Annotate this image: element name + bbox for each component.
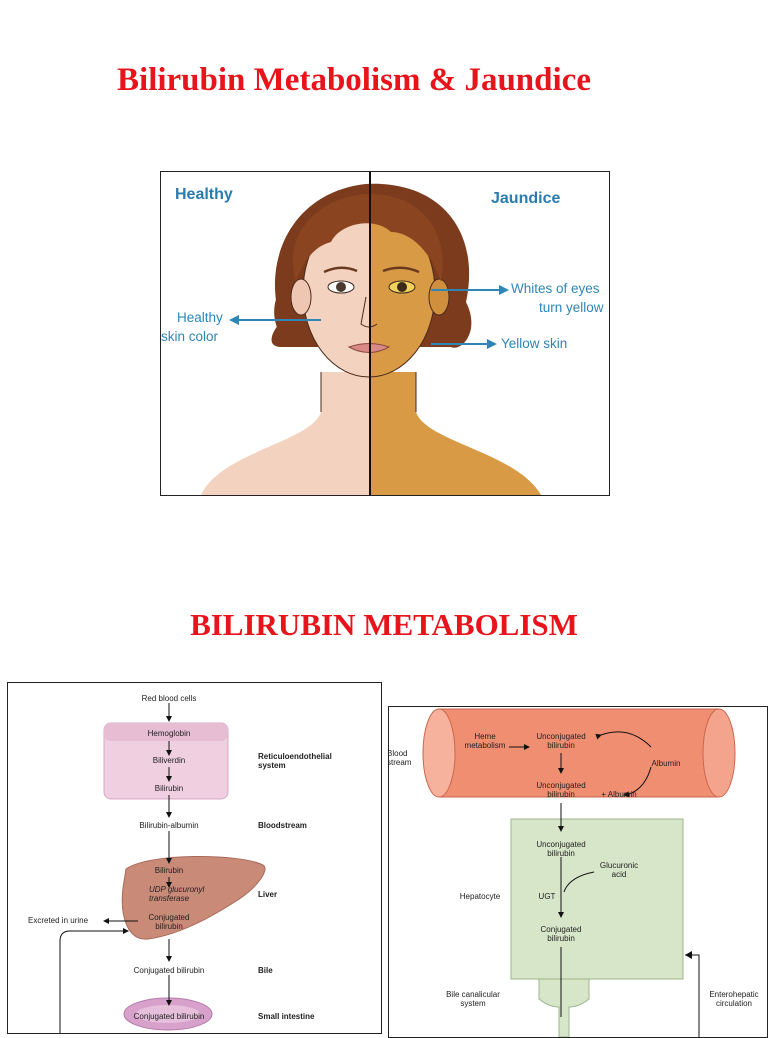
face-drawing: [201, 172, 541, 495]
stage-bloodstream-label: Bloodstream: [258, 821, 307, 830]
ugt-label: UGT: [538, 892, 556, 901]
unconjugated-2-line2: bilirubin: [547, 790, 575, 799]
hemoglobin-label: Hemoglobin: [147, 729, 191, 738]
stage-intestine-label: Small intestine: [258, 1012, 315, 1021]
unconjugated-1-line1: Unconjugated: [536, 732, 586, 741]
udp-enzyme-label-line1: UDP glucuronyl: [149, 885, 205, 894]
glucuronic-acid-line2: acid: [611, 870, 627, 879]
bile-canalicular-line1: Bile canalicular: [446, 990, 500, 999]
conjugated-liver-label-line2: bilirubin: [155, 922, 183, 931]
biliverdin-label: Biliverdin: [152, 756, 186, 765]
yellow-skin-label: Yellow skin: [501, 336, 568, 351]
conjugated-line2: bilirubin: [547, 934, 575, 943]
heme-label-line1: Heme: [474, 732, 496, 741]
stage-re-label-line2: system: [258, 761, 286, 770]
bilirubin-re-label: Bilirubin: [154, 784, 184, 793]
conjugated-liver-label-line1: Conjugated: [148, 913, 190, 922]
bloodstream-label-line2: stream: [388, 758, 412, 767]
bile-canalicular-line2: system: [460, 999, 486, 1008]
hepatocyte-label: Hepatocyte: [459, 892, 501, 901]
page-title: Bilirubin Metabolism & Jaundice: [117, 62, 591, 98]
conjugated-intestine-label: Conjugated bilirubin: [133, 1012, 205, 1021]
heme-label-line2: metabolism: [464, 741, 506, 750]
stage-re-label-line1: Reticuloendothelial: [258, 752, 332, 761]
stage-bile-label: Bile: [258, 966, 273, 975]
conjugated-line1: Conjugated: [540, 925, 582, 934]
red-blood-cells-label: Red blood cells: [141, 694, 197, 703]
bilirubin-albumin-label: Bilirubin-albumin: [139, 821, 199, 830]
glucuronic-acid-line1: Glucuronic: [599, 861, 639, 870]
healthy-skin-label-line2: skin color: [161, 329, 219, 344]
eyes-label-line2: turn yellow: [539, 300, 604, 315]
jaundice-heading: Jaundice: [491, 190, 561, 207]
healthy-heading: Healthy: [175, 186, 233, 203]
jaundice-comparison-illustration: Healthy Jaundice Healthy skin color Whit…: [160, 171, 610, 496]
unconjugated-3-line2: bilirubin: [547, 849, 575, 858]
bilirubin-pathway-flowchart: Red blood cells Hemoglobin Biliverdin Bi…: [7, 682, 382, 1034]
unconjugated-1-line2: bilirubin: [547, 741, 575, 750]
unconjugated-2-line1: Unconjugated: [536, 781, 586, 790]
conjugated-bile-label: Conjugated bilirubin: [133, 966, 205, 975]
plus-albumin-label: + Albumin: [601, 790, 637, 799]
udp-enzyme-label-line2: transferase: [149, 894, 190, 903]
flowchart-right-drawing: [422, 708, 736, 1037]
enterohepatic-line1: Enterohepatic: [709, 990, 759, 999]
hepatocyte-bilirubin-diagram: Blood stream Heme metabolism Unconjugate…: [388, 706, 768, 1038]
flowchart-left-drawing: [59, 703, 266, 1033]
bloodstream-label-line1: Blood: [388, 749, 408, 758]
section-heading: BILIRUBIN METABOLISM: [190, 607, 578, 642]
bilirubin-liver-label: Bilirubin: [154, 866, 184, 875]
enterohepatic-line2: circulation: [715, 999, 752, 1008]
unconjugated-3-line1: Unconjugated: [536, 840, 586, 849]
healthy-skin-label-line1: Healthy: [177, 310, 223, 325]
eyes-label-line1: Whites of eyes: [511, 281, 600, 296]
stage-liver-label: Liver: [258, 890, 278, 899]
albumin-label: Albumin: [651, 759, 681, 768]
excreted-urine-label: Excreted in urine: [28, 916, 89, 925]
